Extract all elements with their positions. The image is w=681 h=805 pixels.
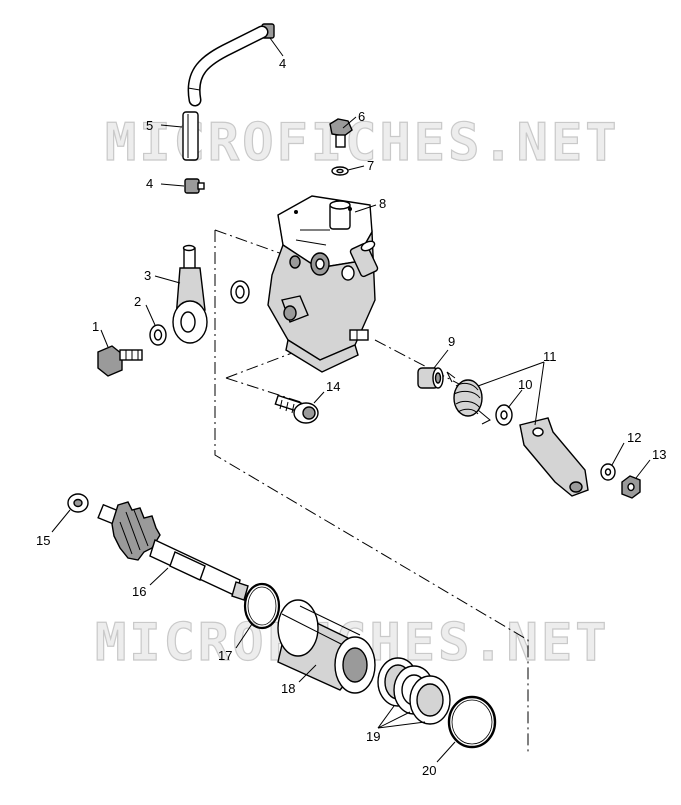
washer-pump-inlet <box>230 280 250 304</box>
callout-9: 9 <box>448 334 455 349</box>
part-7-washer <box>331 166 349 176</box>
leader-lines <box>51 37 651 763</box>
callout-18: 18 <box>281 681 295 696</box>
part-4-clamp-lower <box>184 178 205 194</box>
part-10-washer <box>495 404 513 426</box>
callout-3: 3 <box>144 268 151 283</box>
part-15-washer <box>67 493 89 513</box>
part-8-oil-pump <box>267 195 379 373</box>
callout-7: 7 <box>367 158 374 173</box>
part-19-washers <box>377 657 451 725</box>
callout-12: 12 <box>627 430 641 445</box>
part-3-banjo-fitting <box>172 244 208 344</box>
callout-13: 13 <box>652 447 666 462</box>
callout-20: 20 <box>422 763 436 778</box>
part-11-spring <box>446 371 491 425</box>
part-6-bleed-screw <box>329 118 353 148</box>
part-13-nut <box>621 475 641 499</box>
part-20-o-ring <box>447 695 497 749</box>
callout-labels: 4 5 4 3 2 1 6 7 8 9 11 10 12 13 14 15 16… <box>36 56 666 778</box>
callout-6: 6 <box>358 109 365 124</box>
part-17-o-ring <box>243 582 281 630</box>
callout-4-top: 4 <box>279 56 286 71</box>
callout-8: 8 <box>379 196 386 211</box>
callout-4-lower: 4 <box>146 176 153 191</box>
part-2-washer <box>149 324 167 346</box>
watermark-bottom: MICROFICHES.NET <box>95 613 610 673</box>
part-16-drive-shaft <box>97 501 249 601</box>
callout-17: 17 <box>218 648 232 663</box>
callout-10: 10 <box>518 377 532 392</box>
callout-2: 2 <box>134 294 141 309</box>
part-12-washer <box>600 463 616 481</box>
callout-1: 1 <box>92 319 99 334</box>
callout-19: 19 <box>366 729 380 744</box>
part-11-control-arm <box>519 417 589 497</box>
part-1-bolt <box>97 345 143 377</box>
callout-15: 15 <box>36 533 50 548</box>
callout-14: 14 <box>326 379 340 394</box>
part-5-hose <box>182 25 269 161</box>
callout-11: 11 <box>543 349 557 364</box>
part-14-screw <box>274 394 319 424</box>
part-18-bushing <box>277 599 376 694</box>
part-9-sleeve <box>417 367 444 389</box>
callout-5: 5 <box>146 118 153 133</box>
callout-16: 16 <box>132 584 146 599</box>
